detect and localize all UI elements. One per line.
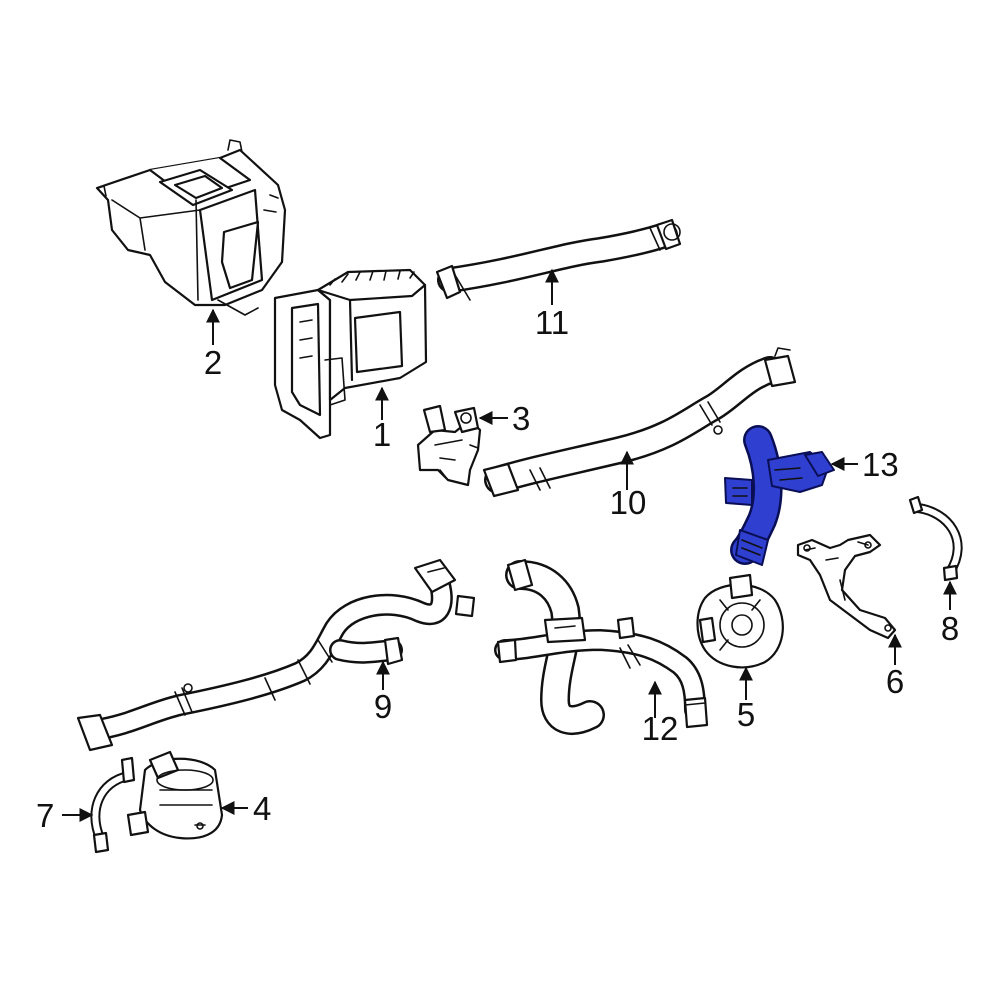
callout-4: 4 <box>253 790 271 827</box>
callout-12: 12 <box>642 710 679 747</box>
callout-6: 6 <box>886 663 904 700</box>
callout-3: 3 <box>512 400 530 437</box>
callout-5: 5 <box>737 696 755 733</box>
callout-7: 7 <box>36 797 54 834</box>
callout-10: 10 <box>610 484 647 521</box>
part-11-upper-hose[interactable] <box>435 218 682 301</box>
callout-13: 13 <box>862 446 899 483</box>
callout-2: 2 <box>204 344 222 381</box>
part-1-control-module[interactable] <box>273 268 428 440</box>
part-10-middle-hose[interactable] <box>482 347 797 498</box>
callout-labels: 1 2 3 4 5 6 7 8 9 10 11 12 13 <box>36 304 959 834</box>
part-13-coolant-hose-tee[interactable] <box>724 425 835 566</box>
leader-lines <box>62 268 957 822</box>
part-9-long-hose[interactable] <box>76 558 476 752</box>
part-12-tee-hose[interactable] <box>494 558 709 735</box>
part-7-clamp[interactable] <box>90 756 136 854</box>
callout-11: 11 <box>535 304 569 341</box>
part-6-bracket[interactable] <box>796 533 897 640</box>
callout-9: 9 <box>374 688 392 725</box>
callout-8: 8 <box>941 610 959 647</box>
part-4-auxiliary-pump[interactable] <box>126 750 224 840</box>
part-5-electric-pump[interactable] <box>696 573 784 669</box>
part-8-clamp-strap[interactable] <box>908 495 963 582</box>
callout-1: 1 <box>373 416 391 453</box>
part-2-housing-bracket[interactable] <box>95 139 287 316</box>
part-3-valve[interactable] <box>416 404 482 487</box>
